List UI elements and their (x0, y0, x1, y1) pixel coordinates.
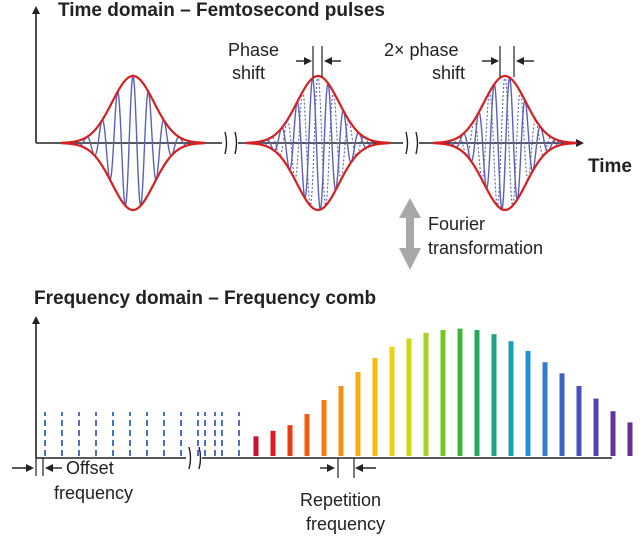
double-phase-shift-label-line-1: 2× phase (384, 40, 459, 60)
comb-tooth (491, 334, 497, 456)
comb-tooth (270, 430, 276, 456)
comb-tooth (338, 386, 344, 456)
phase-shift-label-line-2: shift (232, 63, 265, 83)
repetition-frequency-label-line-2: frequency (306, 514, 385, 534)
time-domain-title: Time domain – Femtosecond pulses (58, 0, 385, 21)
pulse-1 (60, 73, 206, 212)
lower-envelope (246, 142, 390, 212)
double-phase-shift-label-line-2: shift (432, 63, 465, 83)
comb-tooth (355, 372, 361, 456)
double-phase-shift-annotation: 2× phase shift (384, 40, 534, 83)
frequency-axes (32, 316, 612, 470)
comb-dashed-lines (44, 412, 240, 456)
comb-tooth (287, 425, 293, 456)
comb-tooth (542, 362, 548, 456)
fourier-label-line-1: Fourier (428, 214, 485, 234)
time-axis-break-1 (224, 131, 238, 155)
pulse-3 (432, 74, 578, 212)
comb-tooth (372, 358, 378, 456)
comb-tooth (610, 411, 616, 456)
comb-tooth (304, 414, 310, 456)
lower-envelope (61, 142, 205, 212)
comb-tooth (576, 386, 582, 456)
offset-frequency-annotation (12, 458, 62, 476)
repetition-frequency-annotation (320, 458, 376, 478)
phase-shift-label-line-1: Phase (228, 40, 279, 60)
upper-envelope (61, 74, 205, 144)
lower-envelope (433, 142, 577, 212)
frequency-domain-title: Frequency domain – Frequency comb (34, 288, 376, 309)
pulse-2 (245, 74, 391, 212)
offset-frequency-label-line-1: Offset (66, 458, 114, 478)
upper-envelope (246, 74, 390, 144)
upper-envelope (433, 74, 577, 144)
comb-tooth (559, 373, 565, 456)
fourier-transform-arrow (399, 198, 421, 270)
comb-tooth (440, 330, 446, 456)
comb-tooth (457, 328, 463, 456)
repetition-frequency-label-line-1: Repetition (300, 490, 381, 510)
time-axis-label: Time (588, 156, 632, 177)
comb-tooth (253, 436, 259, 456)
offset-frequency-label-line-2: frequency (54, 483, 133, 503)
comb-teeth (253, 328, 633, 456)
carrier-wave (245, 76, 390, 211)
comb-tooth (406, 338, 412, 456)
comb-tooth (423, 332, 429, 456)
carrier-wave (60, 73, 206, 207)
comb-tooth (627, 422, 633, 456)
phase-shift-annotation: Phase shift (228, 40, 341, 83)
reference-carrier-wave (432, 74, 578, 207)
frequency-axis-break (188, 446, 202, 470)
comb-tooth (508, 341, 514, 456)
comb-tooth (474, 330, 480, 456)
comb-tooth (389, 346, 395, 456)
pulse-group (60, 73, 578, 212)
comb-tooth (321, 400, 327, 456)
fourier-label-line-2: transformation (428, 238, 543, 258)
comb-tooth (593, 398, 599, 456)
time-axis-break-2 (405, 131, 419, 155)
comb-tooth (525, 351, 531, 456)
